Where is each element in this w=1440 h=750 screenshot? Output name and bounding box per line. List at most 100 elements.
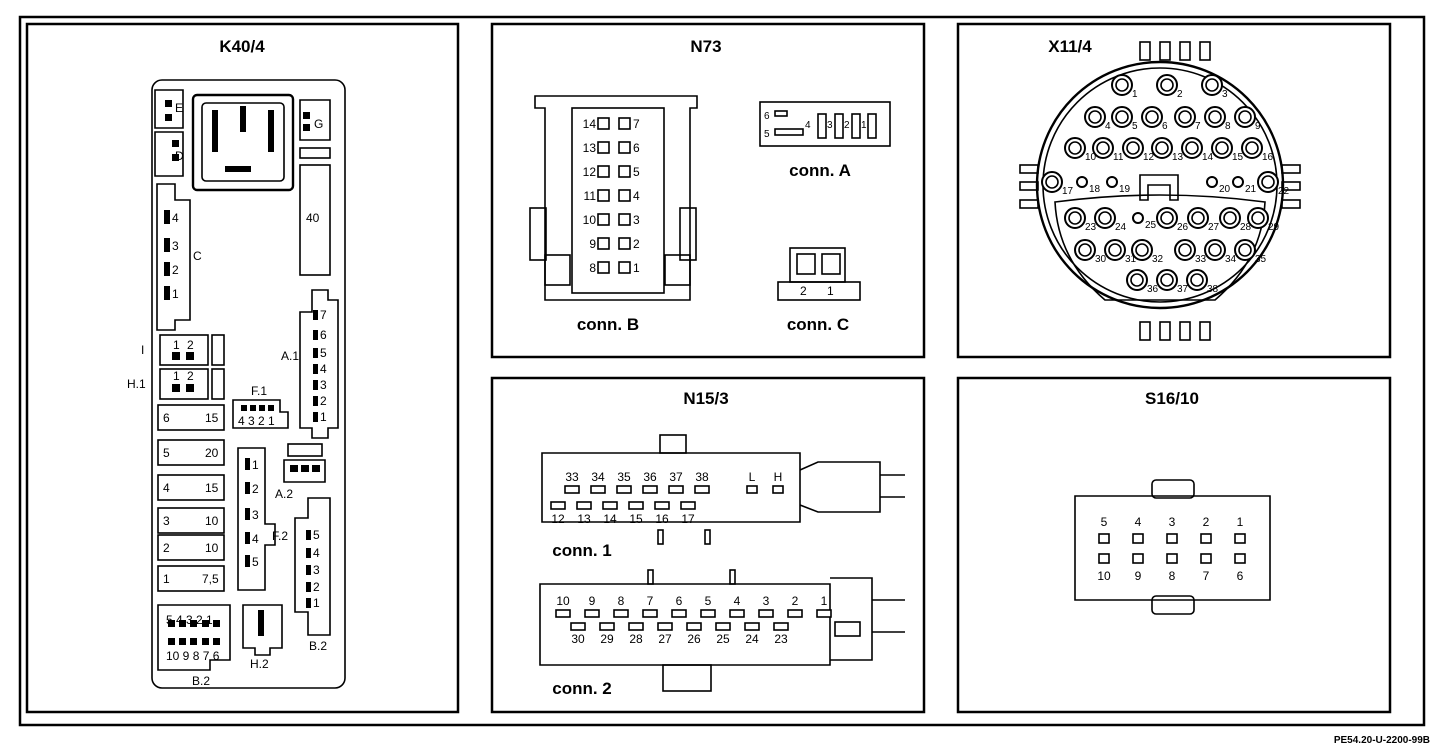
svg-text:2: 2 — [163, 541, 170, 555]
conn-2-pin-5 — [700, 609, 716, 618]
x11-4-pin-34 — [1204, 239, 1226, 261]
s16-10-pin-label-1: 1 — [1237, 515, 1244, 529]
conn-2-pin-9 — [584, 609, 600, 618]
connector-f1-label: F.1 — [251, 384, 267, 398]
connector-f2-pin-3: 3 — [252, 508, 259, 522]
conn-2-pin-25 — [715, 622, 731, 631]
conn-1-pin-label-L: L — [749, 470, 756, 484]
x11-4-pin-38 — [1186, 269, 1208, 291]
conn-c-housing — [789, 247, 846, 283]
conn-b-housing — [534, 95, 698, 301]
conn-b-socket-10 — [597, 213, 610, 226]
conn-2-pin-label-5: 5 — [705, 594, 712, 608]
conn-1-pin-16 — [654, 501, 670, 510]
fuse-slot-40-label: 40 — [306, 211, 320, 225]
x11-4-pin-label-1: 1 — [1132, 89, 1138, 100]
conn-b-socket-1 — [618, 261, 631, 274]
s16-10-pin-label-4: 4 — [1135, 515, 1142, 529]
svg-text:20: 20 — [205, 446, 219, 460]
connector-c-pin-2: 2 — [172, 263, 179, 277]
conn-2-pin-label-24: 24 — [745, 632, 759, 646]
conn-1-pin-36 — [642, 485, 658, 494]
x11-4-pin-23 — [1064, 207, 1086, 229]
conn-2-housing — [539, 583, 831, 666]
conn-2-pin-29 — [599, 622, 615, 631]
x11-4-pin-2 — [1156, 74, 1178, 96]
x11-4-pin-6 — [1141, 106, 1163, 128]
conn-2-pin-label-8: 8 — [618, 594, 625, 608]
x11-4-pin-label-22: 22 — [1278, 186, 1290, 197]
connector-f2-pin-5: 5 — [252, 555, 259, 569]
s16-10-pin-9 — [1132, 553, 1144, 564]
conn-2-pin-label-9: 9 — [589, 594, 596, 608]
conn-2-pin-28 — [628, 622, 644, 631]
connector-f1 — [232, 399, 289, 429]
s16-10-pin-label-8: 8 — [1169, 569, 1176, 583]
connector-b2-side — [294, 497, 331, 636]
s16-10-pin-label-5: 5 — [1101, 515, 1108, 529]
panel-k40-4: K40/4 40 E D G 4 3 2 1 C 1 2 I 1 2 H.1 — [25, 22, 460, 714]
conn-a-label: conn. A — [789, 161, 851, 180]
conn-2-pin-label-27: 27 — [658, 632, 672, 646]
x11-4-pin-17 — [1041, 171, 1063, 193]
svg-text:10: 10 — [205, 541, 219, 555]
x11-4-pin-16 — [1241, 137, 1263, 159]
x11-4-pin-label-30: 30 — [1095, 254, 1107, 265]
x11-4-pin-label-2: 2 — [1177, 89, 1183, 100]
svg-text:10: 10 — [205, 514, 219, 528]
conn-b-pin-3: 3 — [633, 213, 640, 227]
x11-4-pin-label-23: 23 — [1085, 222, 1097, 233]
connector-h1-label: H.1 — [127, 377, 146, 391]
s16-10-housing — [1074, 495, 1271, 601]
x11-4-pin-label-18: 18 — [1089, 184, 1101, 195]
connector-a2 — [283, 459, 326, 483]
s16-10-pin-6 — [1234, 553, 1246, 564]
conn-2-pin-label-25: 25 — [716, 632, 730, 646]
s16-10-pin-5 — [1098, 533, 1110, 544]
conn-2-pin-label-10: 10 — [556, 594, 570, 608]
x11-4-pin-label-19: 19 — [1119, 184, 1131, 195]
socket-g-label: G — [314, 117, 323, 131]
conn-1-pin-17 — [680, 501, 696, 510]
conn-2-pin-26 — [686, 622, 702, 631]
x11-4-pin-label-27: 27 — [1208, 222, 1220, 233]
connector-b2-bottom — [157, 604, 231, 671]
x11-4-pin-label-16: 16 — [1262, 152, 1274, 163]
conn-b-socket-7 — [618, 117, 631, 130]
x11-4-pin-label-4: 4 — [1105, 121, 1111, 132]
conn-2-pin-3 — [758, 609, 774, 618]
x11-4-pin-18 — [1076, 176, 1088, 188]
s16-10-pin-label-3: 3 — [1169, 515, 1176, 529]
conn-b-socket-8 — [597, 261, 610, 274]
conn-b-socket-11 — [597, 189, 610, 202]
connector-f2-pin-1: 1 — [252, 458, 259, 472]
x11-4-pin-28 — [1219, 207, 1241, 229]
conn-b-pin-10: 10 — [583, 213, 597, 227]
conn-2-pin-label-30: 30 — [571, 632, 585, 646]
conn-a-pin-1: 1 — [861, 120, 867, 131]
connector-i-label: I — [141, 343, 144, 357]
conn-2-pin-30 — [570, 622, 586, 631]
x11-4-pin-label-10: 10 — [1085, 152, 1097, 163]
connector-b2-bottom-pins: 10 9 8 7 6 — [166, 649, 220, 663]
conn-1-pin-14 — [602, 501, 618, 510]
connector-a1 — [299, 289, 339, 439]
outer-frame — [18, 15, 1426, 727]
conn-1-pin-label-34: 34 — [591, 470, 605, 484]
conn-1-pin-label-H: H — [774, 470, 783, 484]
conn-1-pin-label-12: 12 — [551, 512, 565, 526]
x11-4-pin-label-13: 13 — [1172, 152, 1184, 163]
connector-a1-pin-5: 5 — [320, 346, 327, 360]
conn-1-pin-label-14: 14 — [603, 512, 617, 526]
x11-4-pin-label-8: 8 — [1225, 121, 1231, 132]
connector-a2-label: A.2 — [275, 487, 293, 501]
connector-a1-pin-4: 4 — [320, 362, 327, 376]
conn-1-pin-37 — [668, 485, 684, 494]
x11-4-pin-20 — [1206, 176, 1218, 188]
s16-10-pin-label-10: 10 — [1097, 569, 1111, 583]
panel-n73-title: N73 — [690, 37, 721, 56]
